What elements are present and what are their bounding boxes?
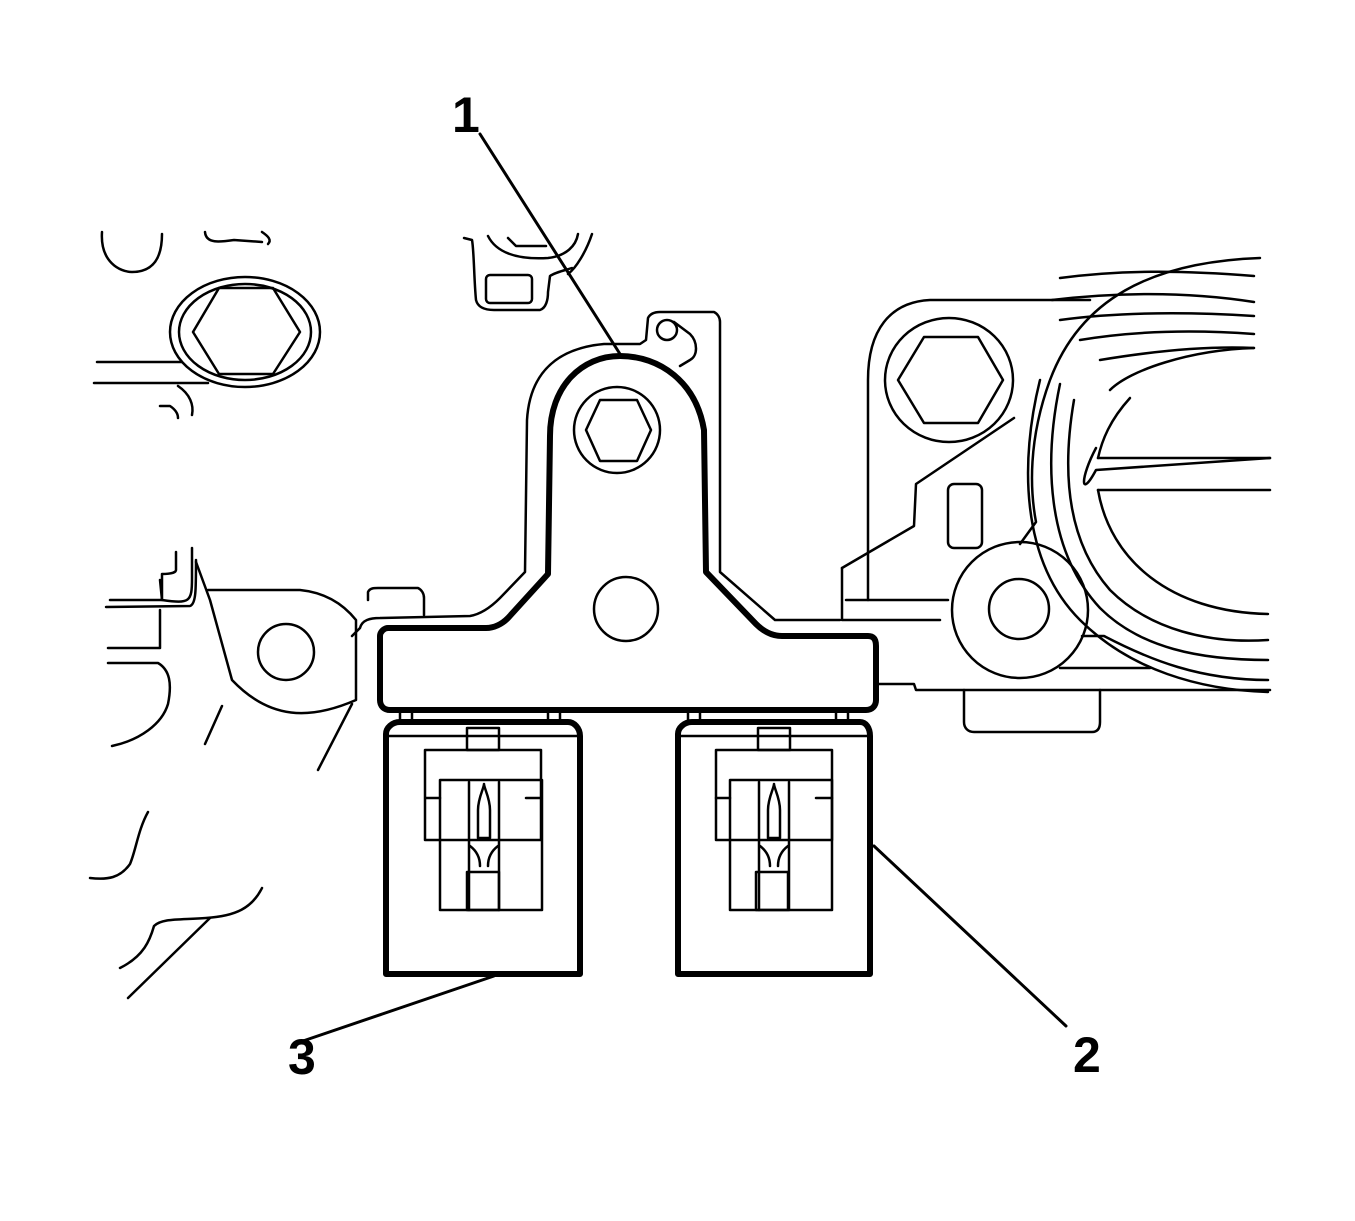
bracket bbox=[377, 353, 879, 713]
upper-left-bolt bbox=[92, 230, 322, 420]
callout-2: 2 bbox=[1073, 1027, 1101, 1083]
right-housing bbox=[840, 256, 1272, 734]
left-mount bbox=[88, 546, 358, 1000]
bracket-backplate bbox=[350, 310, 842, 638]
callout-1: 1 bbox=[452, 87, 480, 143]
callout-3: 3 bbox=[288, 1029, 316, 1085]
leader-line-2 bbox=[872, 844, 1068, 1028]
left-connector bbox=[383, 710, 583, 977]
upper-middle-feature bbox=[462, 232, 594, 312]
leader-line-3 bbox=[298, 974, 496, 1044]
leader-line-1 bbox=[478, 132, 622, 356]
right-connector bbox=[675, 710, 873, 977]
